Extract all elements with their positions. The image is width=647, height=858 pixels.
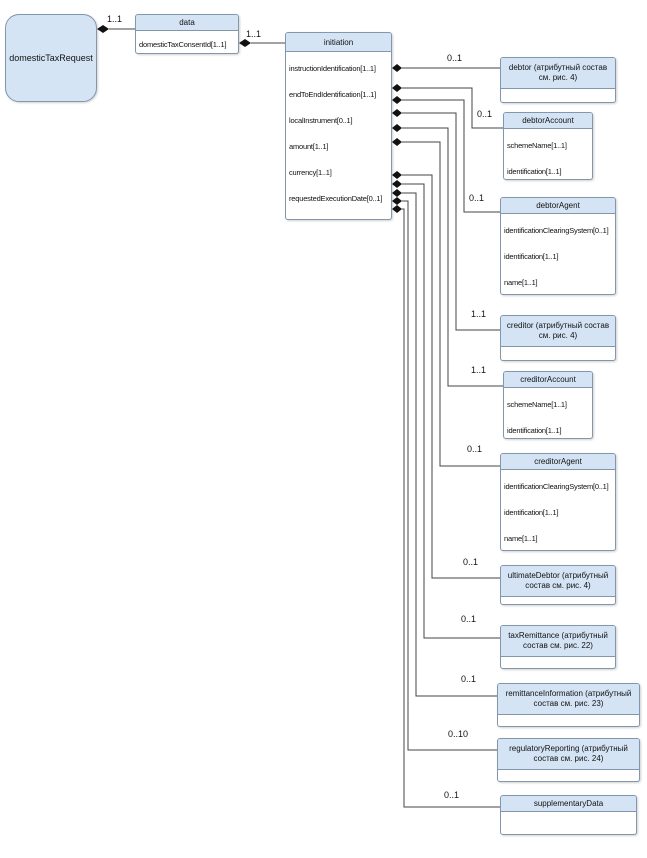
attribute: instructionIdentification[1..1] [289,64,376,73]
class-title: remittanceInformation (атрибутный состав… [498,684,639,715]
class-body: domesticTaxConsentId[1..1] [136,31,238,53]
multiplicity-label: 0..1 [477,109,493,119]
class-body: schemeName[1..1] identification[1..1] [504,129,592,179]
class-title: debtorAccount [504,113,592,129]
attribute: identification[1..1] [504,252,559,261]
attribute: identificationClearingSystem[0..1] [504,226,609,235]
class-title: debtorAgent [501,198,615,214]
attribute: requestedExecutionDate[0..1] [289,194,383,203]
diamond [392,138,402,146]
multiplicity-label: 0..1 [461,674,477,684]
attribute: currency[1..1] [289,168,332,177]
attribute: identification[1..1] [507,167,562,176]
class-box-data: data domesticTaxConsentId[1..1] [135,14,239,54]
class-title: initiation [286,33,391,52]
edge-creditorAccount [402,127,503,387]
diamond [392,189,402,197]
class-box-creditorAgent: creditorAgent identificationClearingSyst… [500,453,616,551]
multiplicity-label: 1..1 [471,309,487,319]
multiplicity-label: 1..1 [471,365,487,375]
multiplicity-label: 0..1 [461,614,477,624]
edge-debtorAccount [402,87,503,129]
class-box-initiation: initiation instructionIdentification[1..… [285,32,392,220]
edge-remittanceInformation [402,192,497,697]
class-title: creditorAccount [504,372,592,388]
multiplicity-label: 0..1 [467,444,483,454]
class-body [498,715,639,726]
class-title: taxRemittance (атрибутный состав см. рис… [501,626,615,657]
class-box-creditor: creditor (атрибутный состав см. рис. 4) [500,315,616,361]
attribute: name[1..1] [504,278,538,287]
attribute: identification[1..1] [504,508,559,517]
attribute: amount[1..1] [289,142,329,151]
class-body: identificationClearingSystem[0..1] ident… [501,470,615,550]
composition-diamonds [97,25,402,213]
attribute: endToEndIdentification[1..1] [289,90,376,99]
attribute: schemeName[1..1] [507,400,567,409]
class-body [501,657,615,668]
class-body: instructionIdentification[1..1] endToEnd… [286,52,391,219]
diamond [392,180,402,188]
diamond [392,109,402,117]
attribute: domesticTaxConsentId[1..1] [139,40,227,49]
attribute: name[1..1] [504,534,538,543]
multiplicity-label: 0..1 [447,53,463,63]
attribute: identificationClearingSystem[0..1] [504,482,609,491]
diamond [392,64,402,72]
multiplicity-label: 0..1 [469,193,485,203]
class-body [501,597,615,604]
class-body [501,89,615,102]
class-box-creditorAccount: creditorAccount schemeName[1..1] identif… [503,371,593,439]
class-title: regulatoryReporting (атрибутный состав с… [498,739,639,770]
attribute: localInstrument[0..1] [289,116,353,125]
class-box-domesticTaxRequest: domesticTaxRequest [5,14,97,102]
diamond [392,197,402,205]
edge-taxRemittance [402,183,500,639]
class-box-supplementaryData: supplementaryData [500,795,637,835]
multiplicity-label: 1..1 [107,14,123,24]
edge-regulatoryReporting [402,200,497,751]
class-title: ultimateDebtor (атрибутный состав см. ри… [501,566,615,597]
edge-debtorAgent [402,99,500,213]
edges [109,28,503,808]
class-box-remittanceInformation: remittanceInformation (атрибутный состав… [497,683,640,727]
class-box-regulatoryReporting: regulatoryReporting (атрибутный состав с… [497,738,640,782]
class-body [501,812,636,834]
class-title: creditorAgent [501,454,615,470]
class-body: identificationClearingSystem[0..1] ident… [501,214,615,294]
multiplicity-label: 0..1 [444,790,460,800]
attribute: identification[1..1] [507,426,562,435]
class-title: creditor (атрибутный состав см. рис. 4) [501,316,615,347]
class-box-debtorAgent: debtorAgent identificationClearingSystem… [500,197,616,295]
multiplicity-label: 0..1 [463,557,479,567]
class-box-ultimateDebtor: ultimateDebtor (атрибутный состав см. ри… [500,565,616,605]
class-box-debtorAccount: debtorAccount schemeName[1..1] identific… [503,112,593,180]
diamond [239,39,251,47]
diamond [392,84,402,92]
edge-supplementaryData [402,208,500,808]
class-box-debtor: debtor (атрибутный состав см. рис. 4) [500,57,616,103]
diamond [392,171,402,179]
edge-creditorAgent [402,141,500,467]
multiplicity-label: 0..10 [448,729,469,739]
diamond [392,205,402,213]
class-title: debtor (атрибутный состав см. рис. 4) [501,58,615,89]
class-title: domesticTaxRequest [9,53,93,63]
class-body [498,770,639,781]
edge-ultimateDebtor [402,174,500,579]
diamond [392,124,402,132]
class-box-taxRemittance: taxRemittance (атрибутный состав см. рис… [500,625,616,669]
edge-creditor [402,112,500,331]
diamond [97,25,109,33]
class-body: schemeName[1..1] identification[1..1] [504,388,592,438]
multiplicity-label: 1..1 [246,29,262,39]
class-body [501,347,615,360]
class-title: data [136,15,238,31]
diamond [392,96,402,104]
class-title: supplementaryData [501,796,636,812]
attribute: schemeName[1..1] [507,141,567,150]
